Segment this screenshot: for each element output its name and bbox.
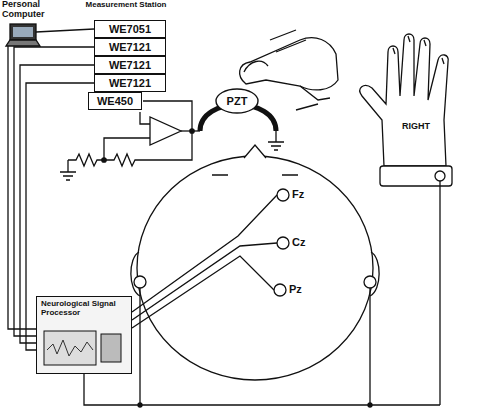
ground-bus	[84, 374, 440, 405]
wire	[140, 288, 370, 405]
laptop-base	[6, 40, 40, 46]
module-box: WE7121	[94, 74, 166, 92]
electrode-wire	[132, 195, 277, 312]
junction-dot	[138, 403, 142, 407]
fingernail	[393, 36, 444, 64]
wire	[140, 112, 150, 124]
finger-outline	[296, 104, 318, 110]
processor-screen	[43, 330, 125, 368]
node-text: PZT	[227, 95, 248, 107]
nose	[244, 145, 266, 158]
resistor-symbol	[104, 131, 192, 166]
resistor-symbol	[68, 154, 104, 166]
processor-box: Neurological Signal Processor	[36, 296, 132, 374]
node-text: WE7121	[109, 77, 151, 89]
control-panel	[101, 334, 121, 362]
wire	[36, 29, 94, 32]
node-text: WE450	[97, 95, 133, 107]
device-label: Personal Computer	[2, 0, 54, 20]
wrist-band	[380, 166, 452, 186]
hand-label: RIGHT	[402, 122, 442, 132]
head-outline	[137, 156, 373, 380]
node-text: WE7121	[109, 41, 151, 53]
laptop-screen	[10, 24, 36, 40]
right-hand	[360, 34, 448, 166]
head-mark	[212, 174, 298, 175]
electrode	[277, 237, 289, 249]
wrist-electrode	[435, 171, 445, 181]
ear-electrode	[364, 276, 376, 288]
sensor-ellipse: PZT	[215, 88, 259, 114]
junction-dot	[102, 158, 106, 162]
wire	[104, 138, 150, 160]
amplifier-symbol	[150, 117, 181, 145]
fingernail	[244, 61, 268, 72]
ellipse-outline	[216, 89, 258, 113]
electrode-wire	[132, 243, 277, 320]
electrode	[277, 189, 289, 201]
waveform	[47, 340, 93, 356]
screen-frame	[44, 331, 96, 365]
node-text: WE7121	[109, 59, 151, 71]
ground-symbol	[268, 131, 284, 150]
electrode-label: Pz	[289, 283, 313, 295]
station-group: Measurement StationWE7051WE7121WE7121WE7…	[84, 0, 168, 112]
node-text: Measurement Station	[84, 0, 168, 10]
laptop-display	[13, 27, 33, 37]
wire	[439, 181, 440, 405]
module-box: WE7121	[94, 56, 166, 74]
electrode	[274, 284, 286, 296]
pressing-hand	[240, 38, 338, 90]
node-text: WE7051	[109, 23, 151, 35]
ear-electrode	[134, 276, 146, 288]
wire	[143, 101, 192, 131]
wire	[8, 46, 36, 329]
ground-symbol	[60, 160, 76, 180]
junction-dot	[368, 403, 372, 407]
module-box: WE450	[88, 92, 142, 110]
ear	[131, 252, 140, 296]
finger-outline	[270, 30, 330, 100]
electrode-label: Fz	[292, 188, 316, 200]
node-text: Neurological Signal Processor	[41, 300, 127, 318]
module-box: WE7121	[94, 38, 166, 56]
ear	[370, 252, 379, 296]
module-box: WE7051	[94, 20, 166, 38]
electrode-label: Cz	[292, 236, 316, 248]
electrode-wire	[132, 256, 274, 328]
